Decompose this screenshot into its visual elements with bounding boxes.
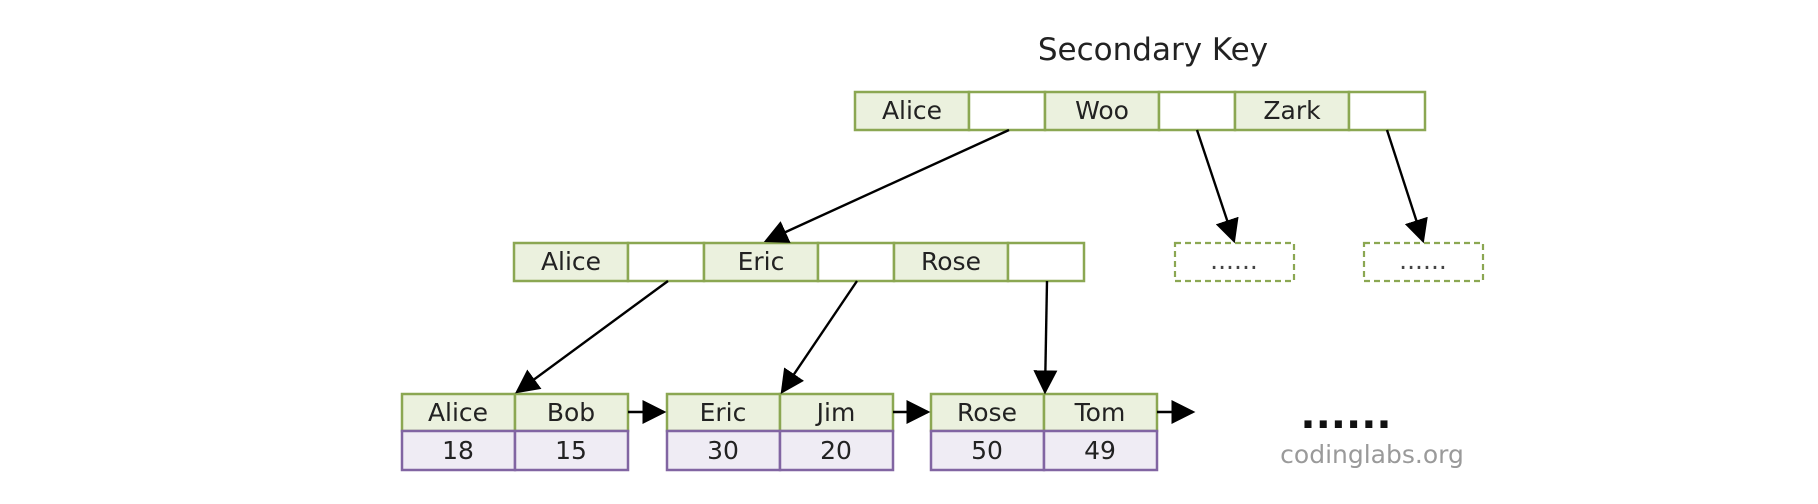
edge-root-to-placeholder-1 xyxy=(1195,129,1239,244)
leaf1-value-2: 15 xyxy=(555,436,587,465)
edge-root-to-internal xyxy=(763,128,1010,243)
edge-internal-to-leaf-3 xyxy=(1033,280,1058,395)
edge-internal-to-leaf-2 xyxy=(780,280,858,394)
root-key-cell-1 xyxy=(853,90,971,132)
trailing-ellipsis: ...... xyxy=(1300,392,1391,438)
root-pointer-cell-2 xyxy=(1157,90,1237,132)
internal-pointer-cell-3 xyxy=(1006,241,1086,283)
leaf2-key-cell-2 xyxy=(778,392,895,433)
placeholder-node-2: ...... xyxy=(1362,241,1485,283)
internal-key-3: Rose xyxy=(921,247,981,276)
placeholder-text-1: ...... xyxy=(1210,246,1258,275)
leaf2-value-1: 30 xyxy=(707,436,739,465)
root-key-3: Zark xyxy=(1263,96,1321,125)
root-pointer-cell-3 xyxy=(1347,90,1427,132)
leaf3-value-cell-1 xyxy=(929,429,1046,472)
leaf2-value-2: 20 xyxy=(820,436,852,465)
edge-root-to-placeholder-2 xyxy=(1385,129,1428,244)
leaf3-key-cell-1 xyxy=(929,392,1046,433)
leaf1-key-1: Alice xyxy=(428,398,488,427)
leaf-node-3: Rose Tom 50 49 xyxy=(929,392,1159,472)
leaf3-value-1: 50 xyxy=(971,436,1003,465)
diagram-title: Secondary Key xyxy=(1038,32,1268,68)
watermark: codinglabs.org xyxy=(1280,440,1464,469)
leaf3-value-cell-2 xyxy=(1042,429,1159,472)
leaf-node-2: Eric Jim 30 20 xyxy=(665,392,895,472)
internal-key-1: Alice xyxy=(541,247,601,276)
leaf1-key-2: Bob xyxy=(547,398,595,427)
leaf1-value-cell-2 xyxy=(513,429,630,472)
internal-pointer-cell-1 xyxy=(626,241,706,283)
leaf3-key-2: Tom xyxy=(1074,398,1126,427)
leaf1-key-cell-2 xyxy=(513,392,630,433)
internal-key-cell-3 xyxy=(892,241,1010,283)
internal-node: Alice Eric Rose xyxy=(512,241,1086,283)
root-key-2: Woo xyxy=(1075,96,1129,125)
root-node: Alice Woo Zark xyxy=(853,90,1427,132)
root-key-cell-3 xyxy=(1233,90,1351,132)
edge-internal-to-leaf-1 xyxy=(515,280,669,394)
leaf2-value-cell-2 xyxy=(778,429,895,472)
leaf1-key-cell-1 xyxy=(400,392,517,433)
leaf3-key-cell-2 xyxy=(1042,392,1159,433)
leaf2-key-2: Jim xyxy=(815,398,856,427)
leaf3-value-2: 49 xyxy=(1084,436,1116,465)
root-pointer-cell-1 xyxy=(967,90,1047,132)
placeholder-node-1: ...... xyxy=(1173,241,1296,283)
internal-key-cell-2 xyxy=(702,241,820,283)
placeholder-text-2: ...... xyxy=(1399,246,1447,275)
root-key-cell-2 xyxy=(1043,90,1161,132)
leaf2-value-cell-1 xyxy=(665,429,782,472)
internal-pointer-cell-2 xyxy=(816,241,896,283)
root-key-1: Alice xyxy=(882,96,942,125)
leaf-node-1: Alice Bob 18 15 xyxy=(400,392,630,472)
leaf2-key-1: Eric xyxy=(700,398,747,427)
leaf3-key-1: Rose xyxy=(957,398,1017,427)
internal-key-2: Eric xyxy=(738,247,785,276)
leaf1-value-1: 18 xyxy=(442,436,474,465)
